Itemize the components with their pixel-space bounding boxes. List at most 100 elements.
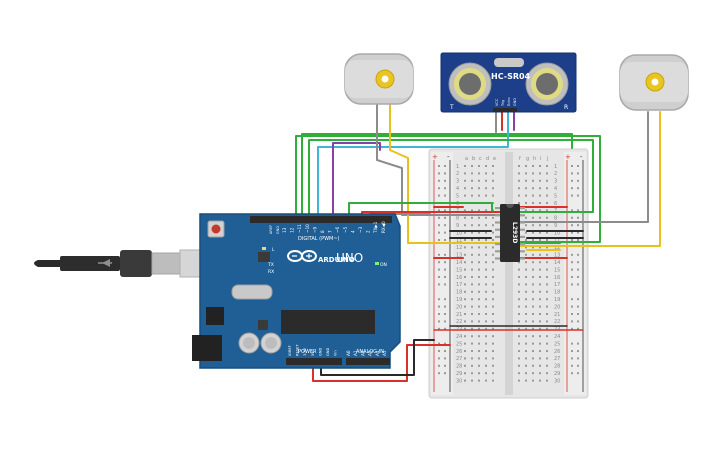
row-number: 17 xyxy=(456,282,462,288)
row-number: 26 xyxy=(456,349,462,355)
sensor-pin-label: Echo xyxy=(507,98,511,107)
led-rx-label: RX xyxy=(268,269,274,275)
digital-pin-label: ~3 xyxy=(358,226,363,233)
row-number: 24 xyxy=(554,334,560,340)
row-number: 24 xyxy=(456,334,462,340)
sensor-r: R xyxy=(564,104,568,111)
row-number: 20 xyxy=(554,304,560,310)
row-number: 9 xyxy=(554,223,557,229)
analog-pin-label: A5 xyxy=(382,350,387,356)
row-number: 27 xyxy=(456,356,462,362)
digital-pin-label: 8 xyxy=(320,230,325,233)
row-number: 19 xyxy=(456,297,462,303)
row-number: 13 xyxy=(554,253,560,259)
col-d: d xyxy=(486,156,489,162)
arduino-model: UNO xyxy=(336,251,363,265)
power-pin-label: 5V xyxy=(311,351,315,356)
row-number: 9 xyxy=(456,223,459,229)
wire-motor-right-gray[interactable] xyxy=(519,111,649,223)
row-number: 26 xyxy=(554,349,560,355)
row-number: 15 xyxy=(456,267,462,273)
row-number: 16 xyxy=(554,275,560,281)
wire-purple[interactable] xyxy=(332,142,381,219)
row-number: 5 xyxy=(456,193,459,199)
row-number: 5 xyxy=(554,193,557,199)
row-number: 21 xyxy=(456,312,462,318)
sensor-name: HC-SR04 xyxy=(491,72,531,81)
row-number: 12 xyxy=(456,245,462,251)
dc-motor-icon[interactable] xyxy=(619,54,689,111)
row-number: 22 xyxy=(554,319,560,325)
wire-green-pin4[interactable] xyxy=(348,202,493,219)
arduino-uno-board[interactable]: DIGITAL (PWM~) ARDUINO UNO L TX RX ON PO… xyxy=(192,213,401,369)
row-number: 20 xyxy=(456,304,462,310)
wire-green-mid[interactable] xyxy=(308,139,594,219)
l293d-chip[interactable]: L293D xyxy=(495,204,525,262)
row-number: 14 xyxy=(554,260,560,266)
wire-motor-left-gray[interactable] xyxy=(376,103,501,216)
digital-pin-label: RX◀0 xyxy=(381,221,386,233)
power-pin-label: Vin xyxy=(334,350,338,356)
row-number: 28 xyxy=(456,364,462,370)
power-pin-label: GND xyxy=(318,348,322,356)
wire-cyan-echo[interactable] xyxy=(317,127,509,219)
power-label: POWER xyxy=(298,349,317,355)
arduino-brand: ARDUINO xyxy=(318,256,355,264)
dc-motor-icon[interactable] xyxy=(344,53,414,105)
row-number: 10 xyxy=(554,230,560,236)
power-pin-label: IOREF xyxy=(288,345,292,356)
sensor-pin-label: Trig xyxy=(501,100,505,107)
row-number: 3 xyxy=(554,179,557,185)
row-number: 6 xyxy=(554,201,557,207)
wire-motor-right-yellow[interactable] xyxy=(519,111,661,247)
digital-pin-label: 4 xyxy=(350,230,355,233)
row-number: 3 xyxy=(456,179,459,185)
col-h: h xyxy=(533,156,536,162)
reset-button[interactable] xyxy=(211,224,221,234)
row-number: 18 xyxy=(456,290,462,296)
digital-header[interactable] xyxy=(250,216,392,223)
analog-pin-label: A3 xyxy=(368,350,373,356)
rail-plus-right: + xyxy=(565,153,571,161)
digital-pin-label: 2 xyxy=(366,230,371,233)
row-number: 17 xyxy=(554,282,560,288)
wire-motor-left-yellow[interactable] xyxy=(389,103,501,244)
row-number: 22 xyxy=(456,319,462,325)
digital-pin-label: 7 xyxy=(328,230,333,233)
wire-power-gnd[interactable] xyxy=(320,339,435,376)
power-jack[interactable] xyxy=(192,335,222,361)
col-f: f xyxy=(519,156,521,162)
power-header[interactable] xyxy=(286,358,342,365)
led-on-label: ON xyxy=(380,262,387,268)
row-number: 15 xyxy=(554,267,560,273)
row-number: 27 xyxy=(554,356,560,362)
digital-pin-label: ~5 xyxy=(343,226,348,233)
sensor-t: T xyxy=(449,104,454,111)
digital-pin-label: 13 xyxy=(282,227,287,233)
col-e: e xyxy=(493,156,496,162)
digital-pin-label: ~9 xyxy=(312,226,317,233)
row-number: 25 xyxy=(554,341,560,347)
breadboard-holes xyxy=(438,165,579,382)
analog-pin-label: A2 xyxy=(360,350,365,356)
wire-power-5v[interactable] xyxy=(312,344,451,382)
row-number: 28 xyxy=(554,364,560,370)
wire-green-outer[interactable] xyxy=(295,135,601,243)
usb-chip xyxy=(206,307,224,325)
digital-pin-label: ~10 xyxy=(305,224,310,233)
power-pin-label: GND xyxy=(326,348,330,356)
row-number: 8 xyxy=(456,216,459,222)
aref-label: AREF xyxy=(269,225,273,234)
row-number: 4 xyxy=(456,186,459,192)
rail-plus-left: + xyxy=(432,153,438,161)
row-number: 16 xyxy=(456,275,462,281)
analog-header[interactable] xyxy=(346,358,390,365)
row-number: 29 xyxy=(554,371,560,377)
sensor-pin-label: VCC xyxy=(495,98,499,106)
